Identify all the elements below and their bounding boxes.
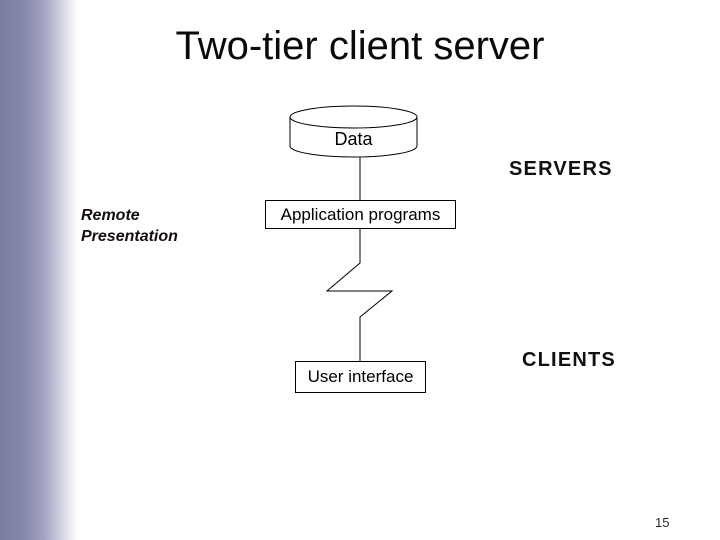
database-cylinder-body-outline [289, 117, 418, 158]
user-interface-box: User interface [295, 361, 426, 393]
remote-presentation-label: Remote Presentation [81, 207, 178, 245]
application-programs-box: Application programs [265, 200, 456, 229]
clients-label: CLIENTS [522, 349, 616, 371]
left-accent-gradient-bar [0, 0, 80, 540]
zigzag-network-connector [325, 229, 394, 361]
data-store-label: Data [334, 129, 373, 149]
application-programs-label: Application programs [280, 204, 441, 224]
user-interface-label: User interface [307, 367, 414, 386]
page-number: 15 [655, 515, 670, 530]
database-cylinder-top [289, 105, 418, 129]
servers-label: SERVERS [509, 158, 613, 180]
slide-title: Two-tier client server [175, 24, 545, 68]
